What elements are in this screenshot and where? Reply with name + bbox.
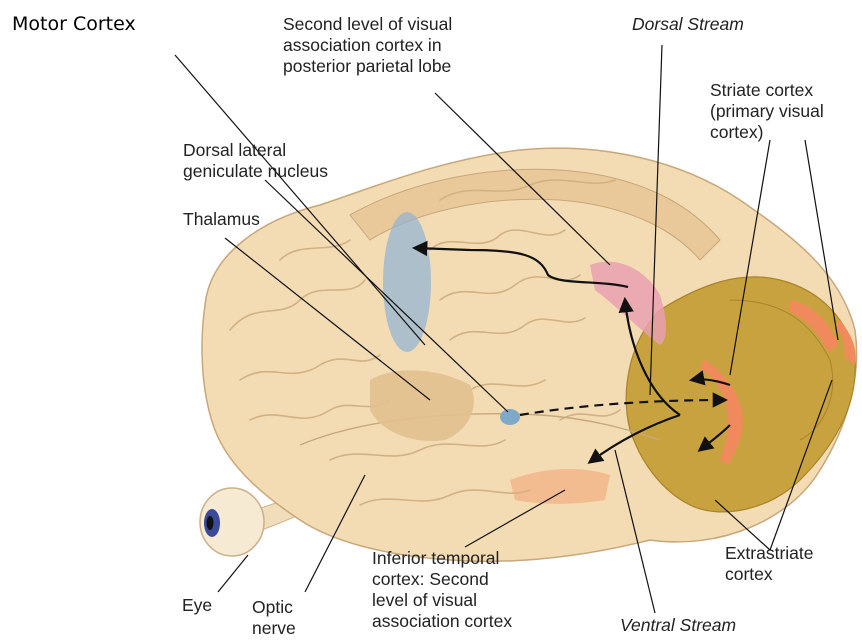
- ventral-stream-label: Ventral Stream: [620, 615, 736, 636]
- thalamus-label: Thalamus: [183, 209, 260, 230]
- inferior-temporal-label: Inferior temporal cortex: Second level o…: [372, 548, 512, 632]
- motor-cortex-label: Motor Cortex: [12, 14, 136, 35]
- eye-shape: [200, 488, 264, 556]
- striate-cortex-label: Striate cortex (primary visual cortex): [710, 80, 824, 143]
- lgn-dot: [500, 409, 520, 425]
- eye-label: Eye: [182, 595, 212, 616]
- optic-nerve-label: Optic nerve: [252, 597, 296, 639]
- dorsal-lgn-label: Dorsal lateral geniculate nucleus: [183, 140, 328, 182]
- second-level-visual-label: Second level of visual association corte…: [283, 14, 452, 77]
- dorsal-stream-label: Dorsal Stream: [632, 14, 744, 35]
- extrastriate-label: Extrastriate cortex: [725, 543, 814, 585]
